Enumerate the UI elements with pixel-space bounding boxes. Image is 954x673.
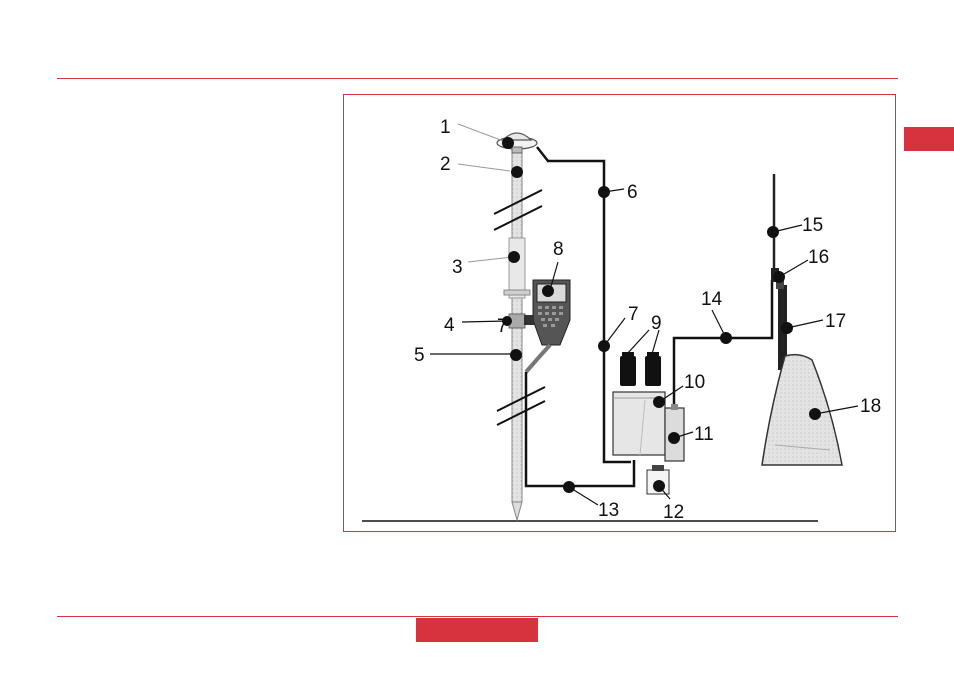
callout-9: 9 <box>651 313 662 334</box>
callout-4: 4 <box>444 315 455 336</box>
callout-12: 12 <box>663 502 684 523</box>
callout-7a: 7 <box>628 304 639 325</box>
batteries <box>620 352 661 386</box>
callout-15: 15 <box>802 215 823 236</box>
page-tab <box>416 618 538 642</box>
callout-18: 18 <box>860 396 881 417</box>
callout-2: 2 <box>440 154 451 175</box>
callout-13: 13 <box>598 500 619 521</box>
callout-1: 1 <box>440 117 451 138</box>
container-bag <box>762 355 842 465</box>
callout-8: 8 <box>553 239 564 260</box>
callout-10: 10 <box>684 372 705 393</box>
callout-16: 16 <box>808 247 829 268</box>
callout-14: 14 <box>701 289 723 310</box>
callout-3: 3 <box>452 257 463 278</box>
callout-5: 5 <box>414 345 425 366</box>
callout-6: 6 <box>627 182 638 203</box>
callout-17: 17 <box>825 311 846 332</box>
callout-7b: 7 <box>497 316 508 337</box>
footer-rule <box>57 616 898 617</box>
callout-11: 11 <box>694 424 714 445</box>
